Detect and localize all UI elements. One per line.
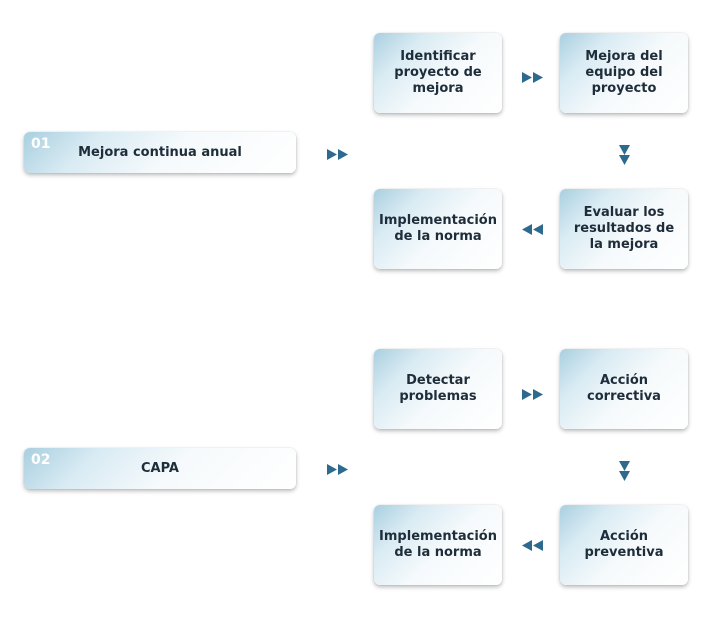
section-1-arrow-down-icon xyxy=(619,145,630,165)
section-2-step-detect: Detectar problemas xyxy=(374,349,502,429)
section-2-step-implement: Implementación de la norma xyxy=(374,505,502,585)
section-1-arrow-right-icon-2 xyxy=(522,72,543,83)
section-2-arrow-down-icon xyxy=(619,461,630,481)
section-1-step-team: Mejora del equipo del proyecto xyxy=(560,33,688,113)
section-2-arrow-left-icon xyxy=(522,540,543,551)
section-1-arrow-left-icon xyxy=(522,224,543,235)
section-2-arrow-right-icon-2 xyxy=(522,389,543,400)
section-2-title-box: 02 CAPA xyxy=(24,448,296,489)
section-2-title: CAPA xyxy=(141,460,179,476)
section-1-arrow-right-icon xyxy=(327,149,348,160)
section-2-number: 02 xyxy=(31,452,51,468)
section-1-title-box: 01 Mejora continua anual xyxy=(24,132,296,173)
section-1-step-identify: Identificar proyecto de mejora xyxy=(374,33,502,113)
section-2-arrow-right-icon xyxy=(327,464,348,475)
section-1-step-evaluate: Evaluar los resultados de la mejora xyxy=(560,189,688,269)
section-1-title: Mejora continua anual xyxy=(78,144,242,160)
section-1-step-implement: Implementación de la norma xyxy=(374,189,502,269)
section-2-step-preventive: Acción preventiva xyxy=(560,505,688,585)
section-2-step-corrective: Acción correctiva xyxy=(560,349,688,429)
section-1-number: 01 xyxy=(31,136,51,152)
